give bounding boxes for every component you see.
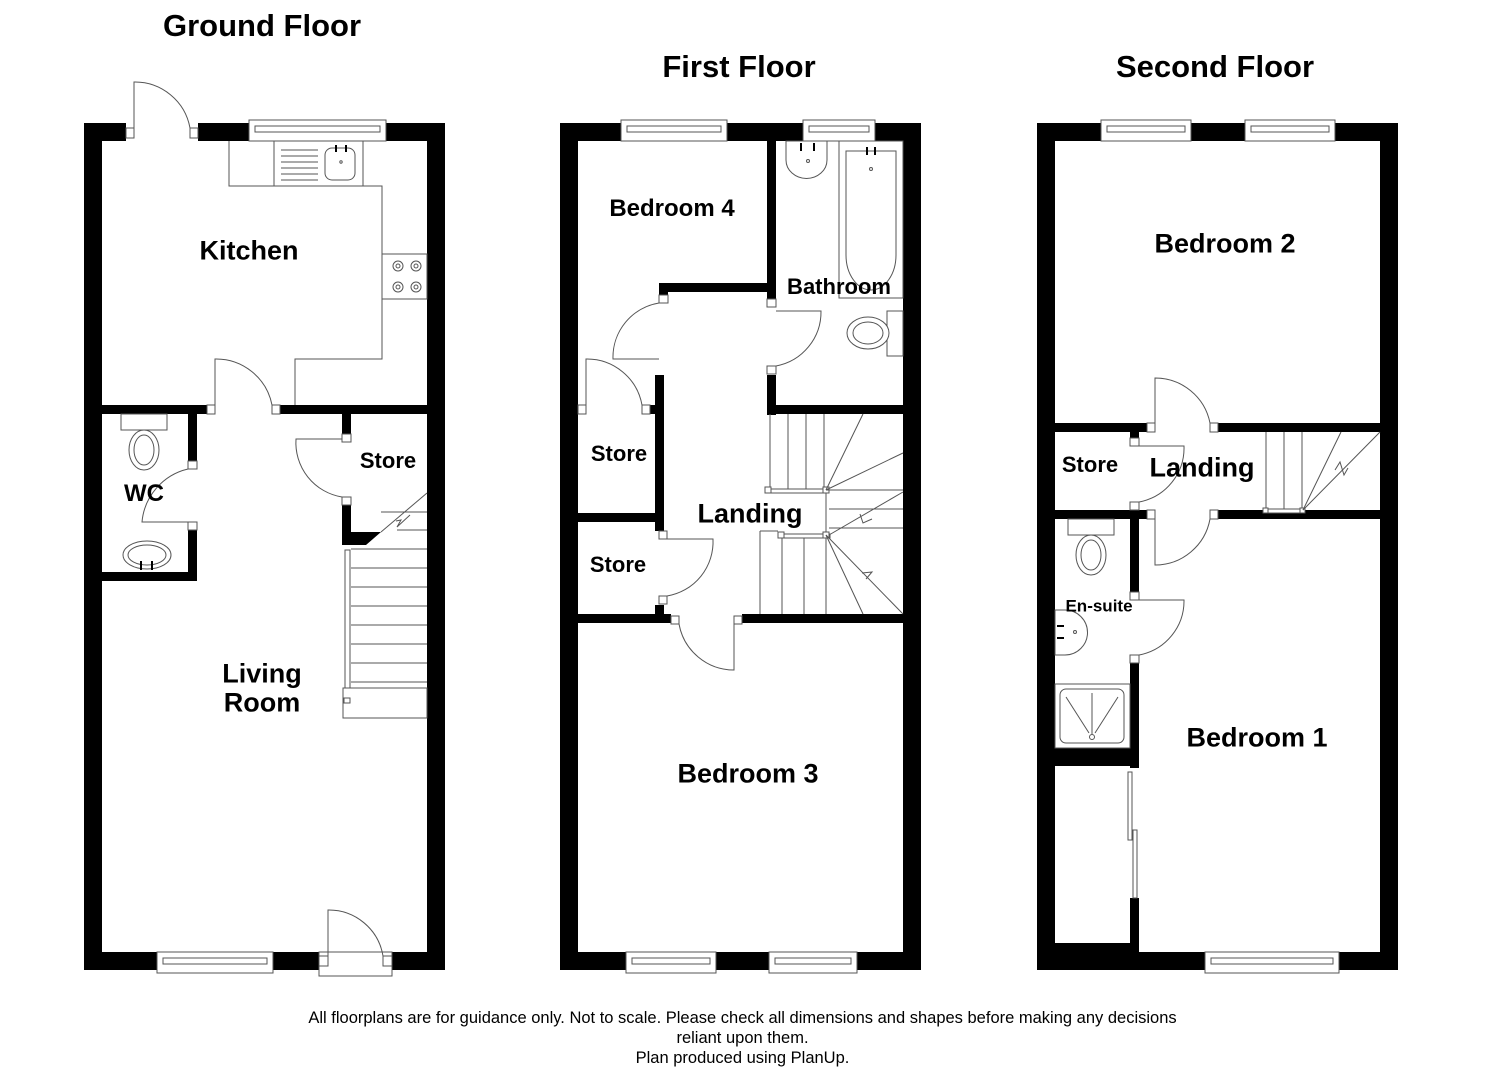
shower-icon [1054,683,1131,749]
hob-icon [381,253,428,300]
window-icon [620,119,728,142]
door-icon [1129,591,1185,664]
door-icon [141,460,198,531]
staircase-icon [342,492,428,719]
toilet-icon [1067,518,1115,576]
staircase-icon [759,413,904,615]
back-door-icon [125,81,199,139]
door-icon [1146,509,1219,566]
room-label-bathroom: Bathroom [787,274,891,299]
room-label-store: Store [1061,452,1119,477]
first-floor-plan [560,119,921,974]
room-label-landing: Landing [697,498,803,529]
door-icon [206,358,281,415]
sink-drainer-icon [281,145,356,181]
window-icon [1100,119,1192,142]
door-icon [1129,437,1185,511]
room-label-wc: WC [124,480,164,507]
ground-floor-plan [84,81,445,977]
door-icon [577,358,651,415]
floor-title-ground: Ground Floor [162,8,362,43]
window-icon [1204,951,1340,974]
toilet-icon [120,413,168,471]
window-icon [802,119,876,142]
room-label-store: Store [359,448,417,473]
floor-title-second: Second Floor [1115,49,1315,84]
disclaimer-line-3: Plan produced using PlanUp. [635,1049,850,1067]
wardrobe-sliding-door-icon [1127,771,1138,899]
room-label-bedroom-1: Bedroom 1 [1186,722,1328,753]
door-icon [766,298,822,375]
disclaimer-line-2: reliant upon them. [676,1029,809,1047]
window-icon [625,951,717,974]
room-label-room: Room [223,687,301,718]
room-label-living: Living [222,658,302,689]
toilet-icon [846,310,904,357]
window-icon [768,951,858,974]
room-label-store-lower: Store [589,552,647,577]
room-label-landing: Landing [1149,452,1255,483]
basin-icon [122,540,172,570]
door-icon [612,294,669,360]
room-label-bedroom-3: Bedroom 3 [677,758,819,789]
disclaimer-line-1: All floorplans are for guidance only. No… [308,1009,1177,1027]
window-icon [248,119,387,142]
window-icon [156,951,274,974]
room-label-kitchen: Kitchen [199,235,299,266]
room-label-bedroom-4: Bedroom 4 [609,195,735,222]
second-floor-plan [1037,119,1398,974]
disclaimer: All floorplans are for guidance only. No… [0,1008,1485,1068]
bath-icon [838,140,904,299]
door-icon [295,433,352,506]
front-door-icon [318,909,393,977]
staircase-icon [1262,431,1381,514]
door-icon [658,530,714,605]
window-icon [1244,119,1336,142]
room-label-en-suite: En-suite [1065,596,1133,616]
room-label-bedroom-2: Bedroom 2 [1154,228,1296,259]
door-icon [670,615,743,671]
floor-title-first: First Floor [662,49,816,84]
door-icon [1146,377,1219,433]
basin-icon [785,140,828,179]
room-label-store-upper: Store [590,441,648,466]
basin-icon [1054,609,1088,656]
